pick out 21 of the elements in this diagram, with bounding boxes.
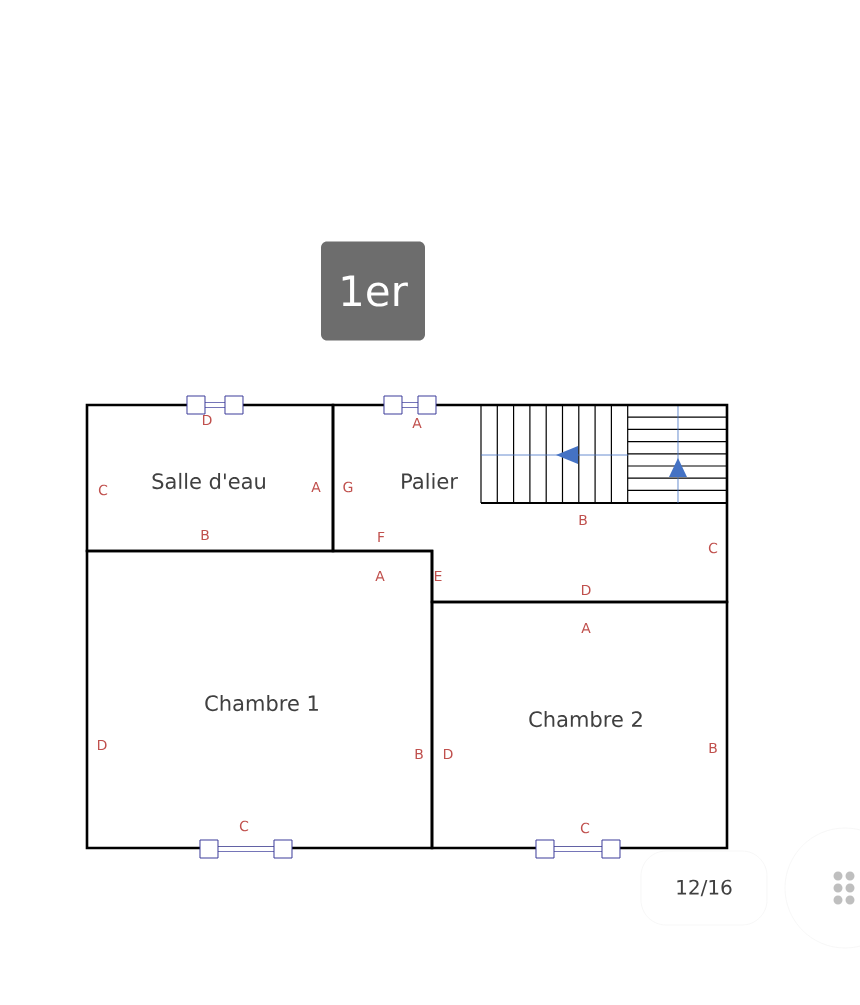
wall-letter: A bbox=[412, 417, 422, 429]
floor-badge: 1er bbox=[321, 241, 425, 341]
wall-letter: C bbox=[239, 820, 249, 832]
wall-letter: B bbox=[415, 748, 423, 760]
wall-letter: A bbox=[311, 481, 321, 493]
wall-letter: B bbox=[201, 529, 209, 541]
wall-letter: F bbox=[378, 531, 385, 543]
wall-letter: E bbox=[434, 570, 442, 582]
wall-letter: C bbox=[708, 542, 718, 554]
wall-letter: D bbox=[444, 748, 453, 760]
wall-letter: C bbox=[580, 822, 590, 834]
wall-letter: D bbox=[98, 739, 107, 751]
wall-letter: D bbox=[203, 414, 212, 426]
wall-letter: C bbox=[98, 484, 108, 496]
wall-letter: A bbox=[581, 622, 591, 634]
wall-letter: A bbox=[375, 570, 385, 582]
wall-letter: B bbox=[709, 742, 717, 754]
wall-letter: B bbox=[579, 514, 587, 526]
wall-letter: D bbox=[582, 584, 591, 596]
page-counter: 12/16 bbox=[640, 850, 768, 926]
wall-letter: G bbox=[343, 481, 353, 493]
